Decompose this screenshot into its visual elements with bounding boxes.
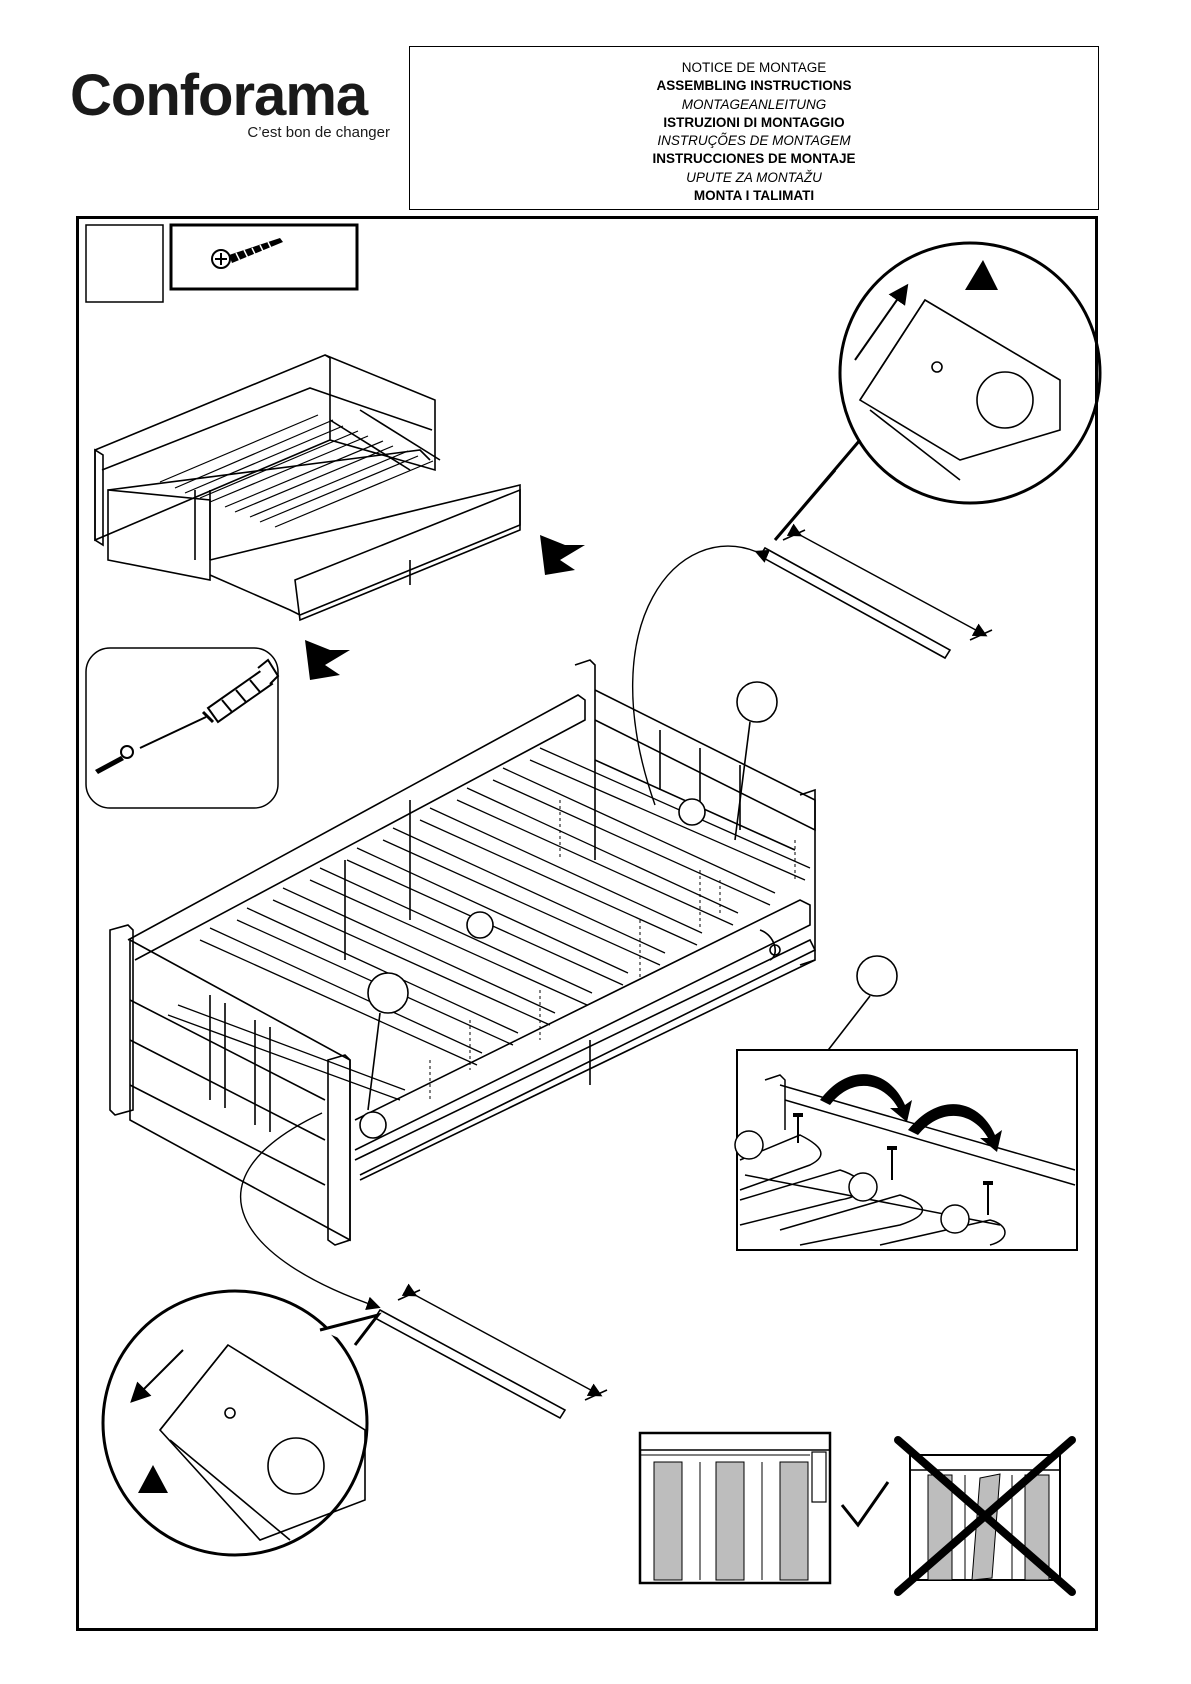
board-bottom [241,1113,607,1418]
main-bed-drawing [110,660,815,1245]
zoom-detail-bottom [103,1291,378,1555]
push-arrow-left [305,640,350,680]
screwdriver-icon [95,660,278,774]
push-arrow-right [540,535,585,575]
checkmark-icon [842,1482,888,1525]
zoom-detail-top [775,243,1100,540]
correct-placement-example [640,1433,830,1583]
parts-box [171,225,357,289]
bed-overview-drawing [95,355,520,620]
triangle-marker-icon [138,1465,168,1493]
triangle-marker-icon [965,260,998,290]
slat-fixing-detail [735,1050,1077,1250]
step-number-box [86,225,163,302]
board-top [633,530,992,805]
screw-icon [212,238,283,268]
